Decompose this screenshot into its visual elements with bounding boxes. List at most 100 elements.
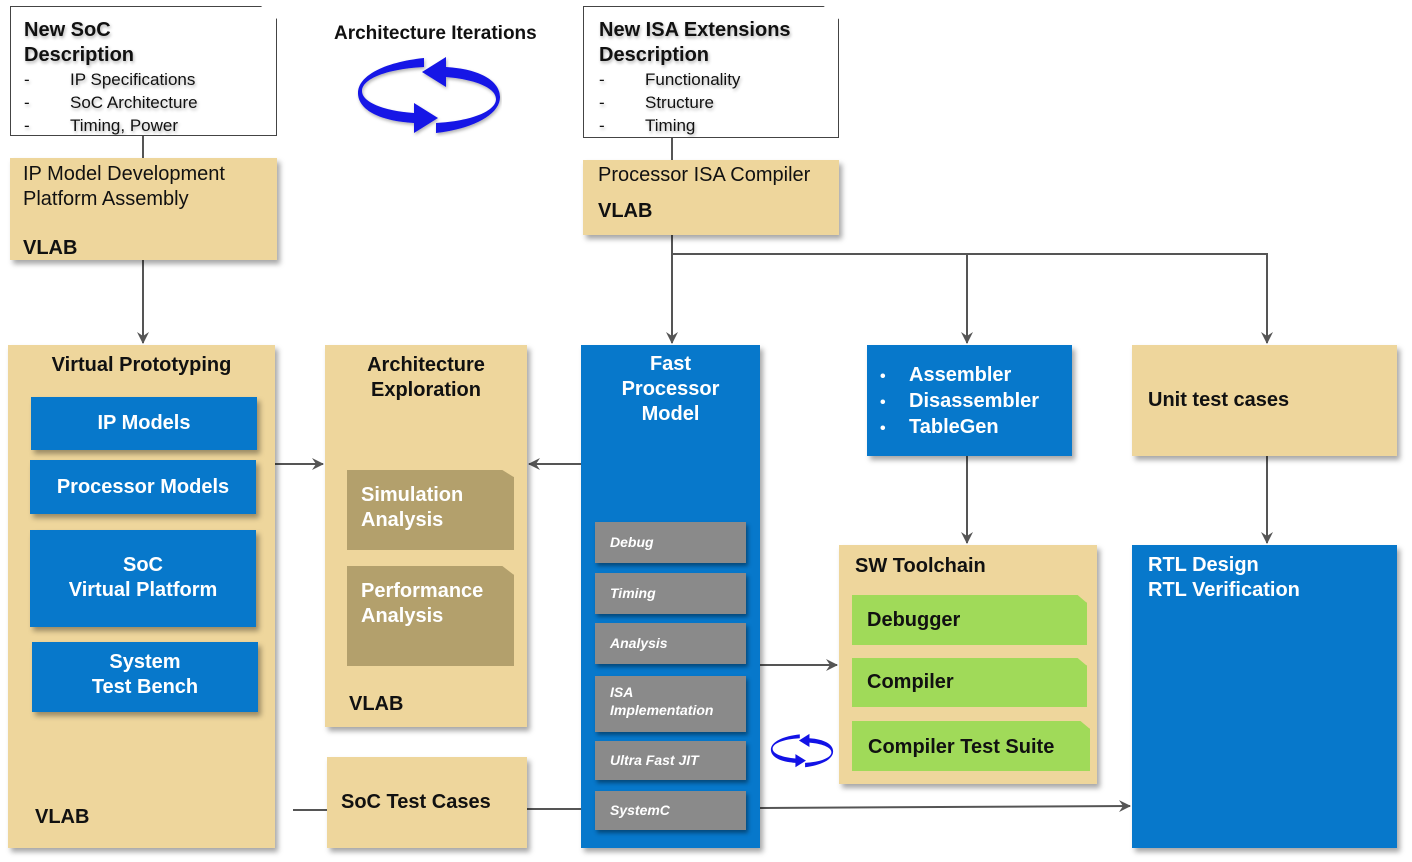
fpm-module-systemc[interactable]: SystemC	[595, 791, 746, 830]
isa-description-item: - Structure	[599, 91, 838, 114]
assembler-tools-box[interactable]: • Assembler • Disassembler • TableGen	[867, 345, 1072, 456]
vlab-label: VLAB	[349, 693, 404, 715]
soc-description-item: - SoC Architecture	[24, 91, 276, 114]
simulation-analysis-block[interactable]: Simulation Analysis	[347, 470, 514, 550]
system-test-bench-block[interactable]: System Test Bench	[32, 642, 258, 712]
architecture-exploration-panel[interactable]: Architecture Exploration Simulation Anal…	[325, 345, 527, 727]
vlab-label: VLAB	[23, 237, 78, 259]
dash-bullet: -	[24, 93, 30, 112]
bullet: •	[880, 420, 886, 437]
item-text: Timing	[645, 116, 696, 135]
bullet: •	[880, 368, 886, 385]
ip-model-development-box[interactable]: IP Model Development Platform Assembly V…	[10, 158, 277, 260]
item-text: Functionality	[645, 70, 741, 89]
soc-test-cases-box[interactable]: SoC Test Cases	[327, 757, 527, 848]
processor-isa-compiler-box[interactable]: Processor ISA Compiler VLAB	[583, 160, 839, 235]
fpm-module-isa-implementation[interactable]: ISA Implementation	[595, 676, 746, 732]
soc-virtual-platform-block[interactable]: SoC Virtual Platform	[30, 530, 256, 627]
isa-compiler-label: Processor ISA Compiler	[598, 164, 811, 186]
block-label: System	[109, 651, 181, 673]
item-text: SoC Architecture	[70, 93, 198, 112]
compiler-test-suite-block[interactable]: Compiler Test Suite	[852, 721, 1090, 771]
title-line: Processor	[621, 378, 720, 400]
title-line: Fast	[649, 353, 692, 375]
ip-models-block[interactable]: IP Models	[31, 397, 257, 450]
item-text: TableGen	[909, 416, 999, 438]
unit-test-cases-box[interactable]: Unit test cases	[1132, 345, 1397, 456]
architecture-exploration-title: Architecture Exploration	[325, 353, 527, 403]
unit-test-cases-label: Unit test cases	[1148, 389, 1290, 411]
module-label: Implementation	[610, 702, 714, 718]
block-label: Compiler	[867, 671, 954, 693]
fpm-module-timing[interactable]: Timing	[595, 573, 746, 614]
dash-bullet: -	[599, 116, 605, 135]
bullet: •	[880, 394, 886, 411]
sw-toolchain-title: SW Toolchain	[855, 555, 986, 577]
block-label: Analysis	[361, 509, 444, 531]
soc-description-note: New SoC Description -IP Specifications -…	[10, 6, 277, 136]
sw-toolchain-panel[interactable]: SW Toolchain Debugger Compiler Compiler …	[839, 545, 1097, 784]
block-label: Simulation	[361, 484, 464, 506]
architecture-iterations-label: Architecture Iterations	[334, 23, 537, 44]
ip-model-line2: Platform Assembly	[23, 188, 189, 210]
processor-models-block[interactable]: Processor Models	[30, 460, 256, 514]
block-label: SoC	[123, 554, 163, 576]
block-label: Compiler Test Suite	[868, 736, 1055, 758]
fpm-module-debug[interactable]: Debug	[595, 522, 746, 563]
dash-bullet: -	[24, 116, 30, 135]
ip-model-line1: IP Model Development	[23, 163, 225, 185]
title-line: Architecture	[367, 354, 485, 376]
rtl-design-label: RTL Design	[1148, 554, 1259, 576]
item-text: Assembler	[909, 364, 1012, 386]
soc-test-cases-label: SoC Test Cases	[341, 791, 491, 813]
tool-item-disassembler: • Disassembler	[880, 389, 1072, 415]
debugger-block[interactable]: Debugger	[852, 595, 1087, 645]
soc-description-item: - Timing, Power	[24, 114, 276, 136]
block-label: Test Bench	[91, 676, 199, 698]
block-label: Debugger	[867, 609, 961, 631]
tool-item-tablegen: • TableGen	[880, 415, 1072, 441]
virtual-prototyping-title: Virtual Prototyping	[51, 354, 232, 376]
cycle-arrows-icon	[358, 57, 500, 133]
vlab-label: VLAB	[35, 806, 90, 828]
soc-description-title-line1: New SoC	[24, 19, 111, 41]
module-label: Analysis	[610, 635, 668, 651]
item-text: Structure	[645, 93, 714, 112]
isa-description-item: -Functionality	[599, 68, 838, 91]
tool-item-assembler: • Assembler	[880, 363, 1072, 389]
title-line: Exploration	[370, 379, 481, 401]
isa-description-title-line2: Description	[599, 44, 710, 66]
soc-description-item: -IP Specifications	[24, 68, 276, 91]
soc-description-title-line2: Description	[24, 44, 135, 66]
title-line: Model	[641, 403, 700, 425]
item-text: Timing, Power	[70, 116, 179, 135]
block-label: Virtual Platform	[68, 579, 218, 601]
module-label: Timing	[610, 585, 656, 601]
module-label: Ultra Fast JIT	[610, 752, 699, 768]
isa-description-title-line1: New ISA Extensions	[599, 19, 791, 41]
dash-bullet: -	[599, 93, 605, 112]
compiler-block[interactable]: Compiler	[852, 658, 1087, 707]
dash-bullet: -	[24, 70, 30, 89]
item-text: Disassembler	[909, 390, 1040, 412]
fpm-module-ultra-fast-jit[interactable]: Ultra Fast JIT	[595, 741, 746, 780]
isa-description-item: - Timing	[599, 114, 838, 137]
arrow-fpm-to-rtl	[759, 800, 1131, 813]
virtual-prototyping-panel[interactable]: Virtual Prototyping IP Models Processor …	[8, 345, 275, 848]
vlab-label: VLAB	[598, 200, 653, 222]
fast-processor-model-panel[interactable]: Fast Processor Model Debug Timing Analys…	[581, 345, 760, 848]
cycle-arrows-icon	[770, 733, 834, 768]
block-label: Performance	[361, 580, 484, 602]
module-label: SystemC	[610, 802, 670, 818]
module-label: ISA	[610, 684, 634, 700]
rtl-design-verification-box[interactable]: RTL Design RTL Verification	[1132, 545, 1397, 848]
fpm-title: Fast Processor Model	[581, 352, 760, 427]
module-label: Debug	[610, 534, 654, 550]
fpm-module-analysis[interactable]: Analysis	[595, 623, 746, 664]
rtl-verification-label: RTL Verification	[1148, 579, 1300, 601]
performance-analysis-block[interactable]: Performance Analysis	[347, 566, 514, 666]
block-label: Analysis	[361, 605, 444, 627]
block-label: Processor Models	[56, 476, 230, 498]
block-label: IP Models	[97, 412, 191, 434]
